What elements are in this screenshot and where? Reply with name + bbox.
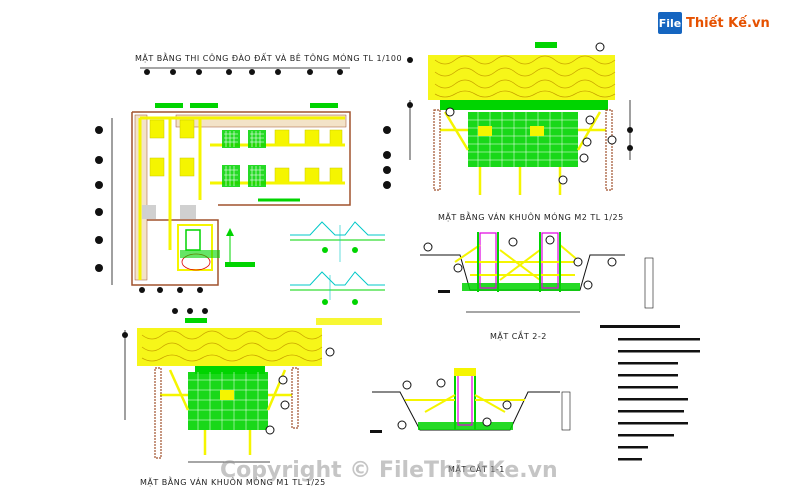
title-section-2-2: MẶT CẮT 2-2 bbox=[490, 332, 547, 341]
title-formwork-m2: MẶT BẰNG VÁN KHUÔN MÓNG M2 TL 1/25 bbox=[438, 213, 624, 222]
excavation-plan bbox=[95, 67, 391, 293]
copyright-watermark: Copyright © FileThietKe.vn bbox=[220, 458, 558, 483]
logo-name: Thiết Kế.vn bbox=[686, 15, 770, 31]
rebar-details bbox=[290, 221, 385, 325]
formwork-plan-m2 bbox=[407, 42, 633, 195]
title-section-1-1: MẶT CẮT 1-1 bbox=[448, 465, 505, 474]
site-logo: File Thiết Kế.vn bbox=[658, 12, 770, 34]
title-excavation-plan: MẶT BẰNG THI CÔNG ĐÀO ĐẤT VÀ BÊ TÔNG MÓN… bbox=[135, 54, 403, 63]
notes-block bbox=[600, 325, 700, 461]
logo-mark: File bbox=[658, 12, 682, 34]
title-formwork-m1: MẶT BẰNG VÁN KHUÔN MÓNG M1 TL 1/25 bbox=[140, 478, 326, 487]
section-2-2 bbox=[420, 232, 654, 313]
section-1-1 bbox=[370, 368, 571, 433]
formwork-plan-m1 bbox=[122, 308, 335, 463]
